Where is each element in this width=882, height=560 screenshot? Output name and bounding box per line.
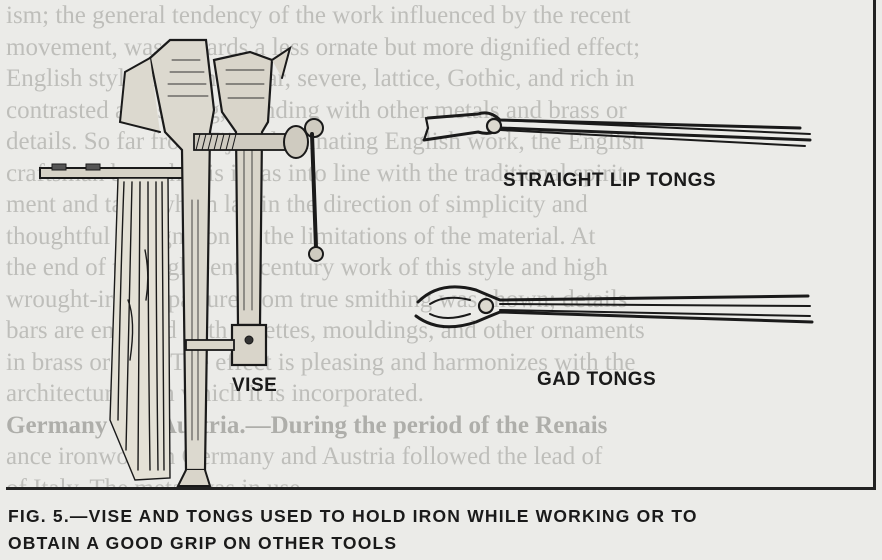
bleed-through-line: in brass or lead. The effect is pleasing… — [6, 348, 636, 376]
bleed-through-line: the end of the eighteenth century work o… — [6, 254, 608, 281]
caption-line-1: FIG. 5.—VISE AND TONGS USED TO HOLD IRON… — [8, 506, 698, 526]
figure-frame — [6, 0, 876, 490]
bleed-through-line: movement, was towards a less ornate but … — [6, 33, 641, 61]
bleed-through-line: architecture with which it is incorporat… — [6, 380, 424, 407]
gad-tongs-drawing — [414, 285, 814, 329]
bleed-through-line: of Italy. The metal was in use — [6, 474, 301, 491]
bench-leg — [109, 177, 171, 481]
gad-tongs-label: GAD TONGS — [537, 369, 657, 390]
bleed-through-text: ism; the general tendency of the work in… — [6, 2, 645, 491]
bleed-through-line: Germany and Austria.—During the period o… — [6, 411, 608, 439]
figure-illustration — [39, 38, 814, 487]
bleed-through-line: thoughtful recognition of the limitation… — [6, 222, 596, 250]
vise-drawing — [39, 38, 324, 487]
vise-handle-bottom-knob — [308, 246, 324, 262]
vise-bracket-plate — [230, 323, 268, 367]
bleed-through-line: English style, perpendicular, severe, la… — [6, 65, 635, 92]
gad-tongs-rivet — [477, 297, 495, 315]
straight-lip-tongs-drawing — [422, 111, 812, 147]
straight-lip-tongs-label: STRAIGHT LIP TONGS — [503, 170, 717, 191]
bleed-through-line: ism; the general tendency of the work in… — [6, 2, 631, 29]
vise-label: VISE — [232, 375, 278, 396]
vise-handle-bar — [310, 132, 318, 250]
vise-front-jaw — [212, 50, 274, 327]
straight-tongs-rivet — [485, 117, 503, 135]
bleed-through-line: ment and taste which lay in the directio… — [6, 191, 588, 218]
figure-caption: FIG. 5.—VISE AND TONGS USED TO HOLD IRON… — [8, 503, 880, 557]
caption-line-2: OBTAIN A GOOD GRIP ON OTHER TOOLS — [8, 533, 398, 553]
bleed-through-line: ance ironwork in Germany and Austria fol… — [6, 443, 603, 470]
